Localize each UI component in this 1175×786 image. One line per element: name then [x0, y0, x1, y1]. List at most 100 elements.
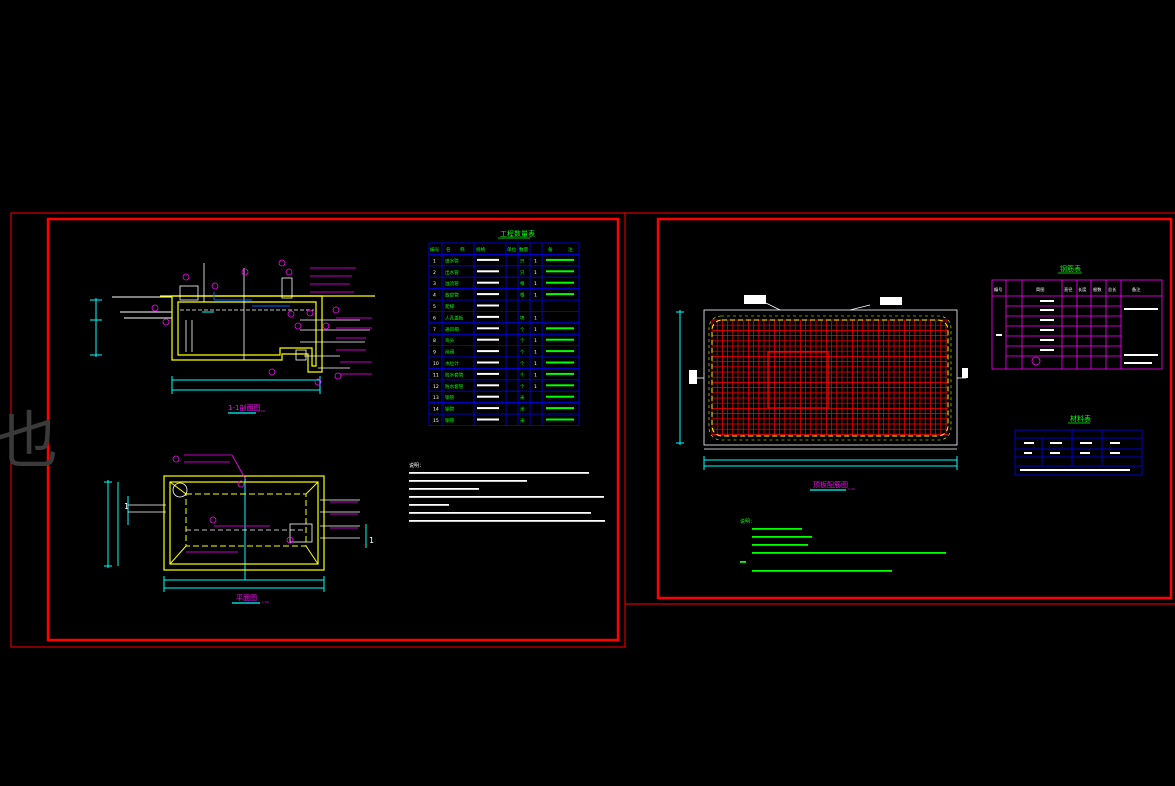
quantity-row-spec-mark	[477, 281, 499, 284]
right-sheet-frame	[656, 217, 1173, 600]
quantity-row-unit: 根	[520, 292, 525, 299]
quantity-row-number: 3	[433, 281, 436, 287]
quantity-table-title: 工程数量表	[500, 229, 535, 238]
quantity-row-unit: 个	[520, 384, 525, 390]
quantity-row-spec-mark	[477, 395, 499, 398]
quantity-row-unit: 块	[520, 314, 525, 321]
quantity-table-header: 注	[568, 246, 573, 253]
right-notes-title: 说明：	[740, 518, 755, 525]
quantity-row-spec-mark	[477, 384, 499, 387]
quantity-table-header: 名	[446, 246, 451, 253]
rebar-table-header: 总长	[1108, 286, 1117, 293]
plan-drawing: 1 1	[104, 454, 374, 604]
rebar-table-header: 备注	[1132, 286, 1141, 293]
rebar-table: 钢筋表 编号简图直径长度根数总长备注	[991, 264, 1163, 370]
quantity-row-name: 钢管	[445, 394, 455, 401]
quantity-row-unit: 米	[520, 406, 525, 413]
quantity-row-unit: 米	[520, 394, 525, 401]
quantity-row-note-mark	[546, 281, 574, 284]
material-table-title: 材料表	[1070, 414, 1091, 423]
quantity-row-unit: 个	[520, 338, 525, 344]
quantity-row-name: 水位计	[445, 360, 459, 367]
quantity-row-note-mark	[546, 361, 574, 364]
left-notes: 说明：	[409, 462, 605, 522]
quantity-row-name: 弯头	[445, 337, 455, 344]
quantity-row-spec-mark	[477, 270, 499, 273]
quantity-row-number: 7	[433, 327, 436, 333]
quantity-row-name: 闸阀	[445, 349, 455, 356]
quantity-table-header: 称	[460, 246, 465, 253]
quantity-row-spec-mark	[477, 327, 499, 330]
material-table: 材料表	[1014, 414, 1143, 476]
quantity-row-note-mark	[546, 395, 574, 398]
quantity-row-spec-mark	[477, 293, 499, 296]
quantity-row-name: 爬梯	[445, 303, 455, 310]
quantity-row-unit: 米	[520, 417, 525, 424]
quantity-row-note-mark	[546, 418, 574, 421]
quantity-table-header: 单位	[507, 246, 517, 253]
quantity-row-qty: 1	[534, 258, 537, 264]
quantity-row-number: 2	[433, 270, 436, 276]
quantity-row-number: 8	[433, 338, 436, 344]
rebar-table-title: 钢筋表	[1060, 264, 1081, 273]
quantity-row-name: 放空管	[445, 292, 459, 299]
quantity-row-qty: 1	[534, 384, 537, 390]
inner-frames	[46, 217, 1173, 642]
quantity-row-number: 9	[433, 350, 436, 356]
quantity-row-note-mark	[546, 372, 574, 375]
left-notes-title: 说明：	[409, 462, 424, 469]
quantity-row-qty: 1	[534, 315, 537, 321]
quantity-row-spec-mark	[477, 418, 499, 421]
quantity-row-name: 进水管	[445, 257, 459, 264]
quantity-row-number: 4	[433, 293, 436, 299]
quantity-table-header: 数量	[519, 246, 529, 253]
quantity-row-number: 1	[433, 258, 436, 264]
rebar-plan-scale: 1:30	[848, 487, 855, 491]
quantity-row-name: 出水管	[445, 269, 459, 276]
left-sheet-frame	[46, 217, 620, 642]
quantity-row-unit: 个	[520, 361, 525, 367]
rebar-table-header: 长度	[1078, 286, 1087, 293]
quantity-row-spec-mark	[477, 361, 499, 364]
quantity-row-note-mark	[546, 350, 574, 353]
quantity-row-qty: 1	[534, 350, 537, 356]
rebar-table-header: 根数	[1093, 286, 1102, 293]
rebar-plan: 顶板配筋图 1:30	[676, 295, 968, 491]
quantity-row-number: 14	[433, 407, 439, 413]
rebar-plan-title: 顶板配筋图	[813, 480, 848, 489]
quantity-row-spec-mark	[477, 338, 499, 341]
rebar-table-header: 简图	[1036, 286, 1044, 293]
quantity-row-number: 12	[433, 384, 439, 390]
quantity-row-spec-mark	[477, 258, 499, 261]
quantity-table-header: 规格	[476, 246, 486, 253]
quantity-row-qty: 1	[534, 293, 537, 299]
quantity-row-note-mark	[546, 338, 574, 341]
quantity-row-unit: 只	[520, 270, 525, 276]
quantity-row-name: 钢管	[445, 406, 455, 413]
quantity-row-number: 11	[433, 372, 439, 378]
quantity-row-unit: 个	[520, 372, 525, 378]
quantity-row-note-mark	[546, 293, 574, 296]
quantity-row-spec-mark	[477, 372, 499, 375]
quantity-row-name: 人孔盖板	[445, 314, 464, 321]
outer-sheet-borders	[10, 212, 1175, 648]
quantity-table-header: 编号	[430, 246, 440, 253]
quantity-row-spec-mark	[477, 304, 499, 307]
quantity-row-number: 6	[433, 315, 436, 321]
quantity-row-note-mark	[546, 327, 574, 330]
quantity-row-unit: 个	[520, 350, 525, 356]
plan-scale: 1:50	[262, 600, 269, 604]
plan-cut-mark-right: 1	[369, 536, 374, 545]
quantity-row-name: 溢流管	[445, 280, 459, 287]
quantity-row-qty: 1	[534, 281, 537, 287]
quantity-row-name: 防水套管	[445, 383, 464, 390]
quantity-row-unit: 只	[520, 258, 525, 264]
quantity-row-qty: 1	[534, 372, 537, 378]
quantity-row-note-mark	[546, 407, 574, 410]
right-notes: 说明：	[740, 518, 946, 572]
quantity-row-spec-mark	[477, 315, 499, 318]
quantity-row-number: 10	[433, 361, 439, 367]
section-scale: 1:50	[258, 409, 265, 413]
